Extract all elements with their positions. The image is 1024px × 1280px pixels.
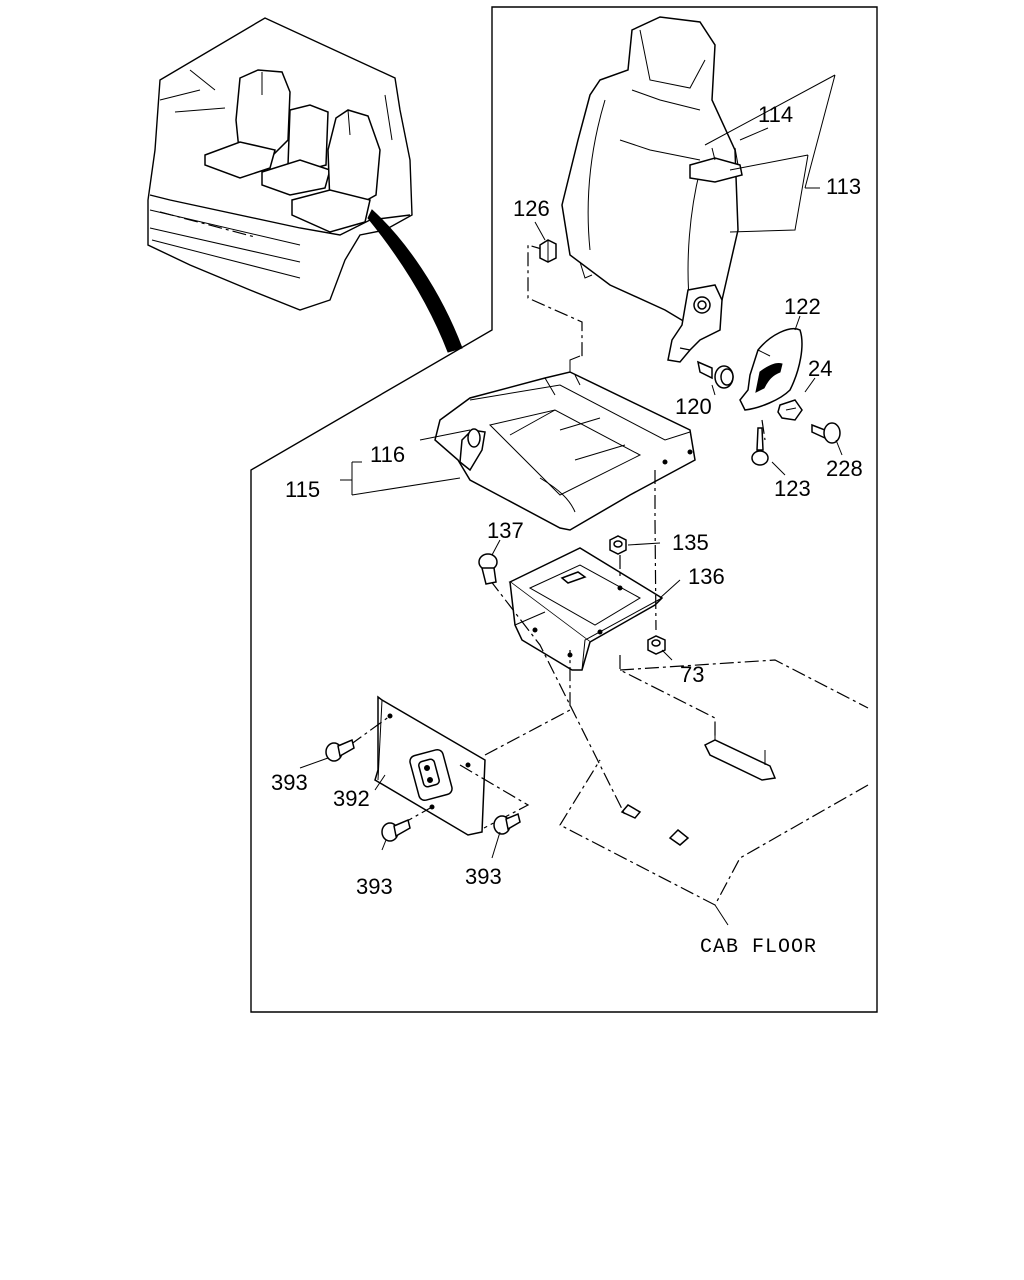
part-137-bolt: [478, 553, 498, 585]
part-393-bolt-b: [381, 818, 411, 842]
seat-base-bracket: [508, 547, 664, 671]
label-73: 73: [680, 662, 704, 687]
seat-back: [561, 16, 743, 363]
part-120-bolt: [696, 360, 734, 389]
cab-overview-inset: [147, 17, 463, 353]
label-cab-floor: CAB FLOOR: [700, 936, 817, 959]
cab-floor: [559, 655, 869, 926]
label-135: 135: [672, 530, 709, 555]
label-24: 24: [808, 356, 832, 381]
part-135-nut: [609, 535, 627, 555]
label-137: 137: [487, 518, 524, 543]
label-136: 136: [688, 564, 725, 589]
side-panel: [374, 695, 486, 836]
part-126-fastener: [539, 239, 557, 263]
part-393-bolt-c: [493, 812, 521, 835]
part-228-screw: [811, 422, 841, 444]
label-392: 392: [333, 786, 370, 811]
label-393-bottom: 393: [356, 874, 393, 899]
part-116-ring: [467, 428, 481, 448]
label-113: 113: [826, 174, 861, 199]
label-114: 114: [758, 102, 793, 127]
label-393-left: 393: [271, 770, 308, 795]
label-120: 120: [675, 394, 712, 419]
part-24-clip: [777, 399, 803, 421]
part-122-cover: [739, 328, 803, 411]
part-123-screw: [751, 427, 769, 466]
detail-frame: [250, 6, 878, 1013]
label-228: 228: [826, 456, 863, 481]
seat-cushion: [434, 355, 696, 531]
label-123: 123: [774, 476, 811, 501]
label-122: 122: [784, 294, 821, 319]
part-393-bolt-a: [325, 738, 355, 762]
label-116: 116: [370, 442, 405, 467]
label-393-right: 393: [465, 864, 502, 889]
label-126: 126: [513, 196, 550, 221]
label-115: 115: [285, 477, 320, 502]
part-73-nut: [647, 635, 666, 655]
